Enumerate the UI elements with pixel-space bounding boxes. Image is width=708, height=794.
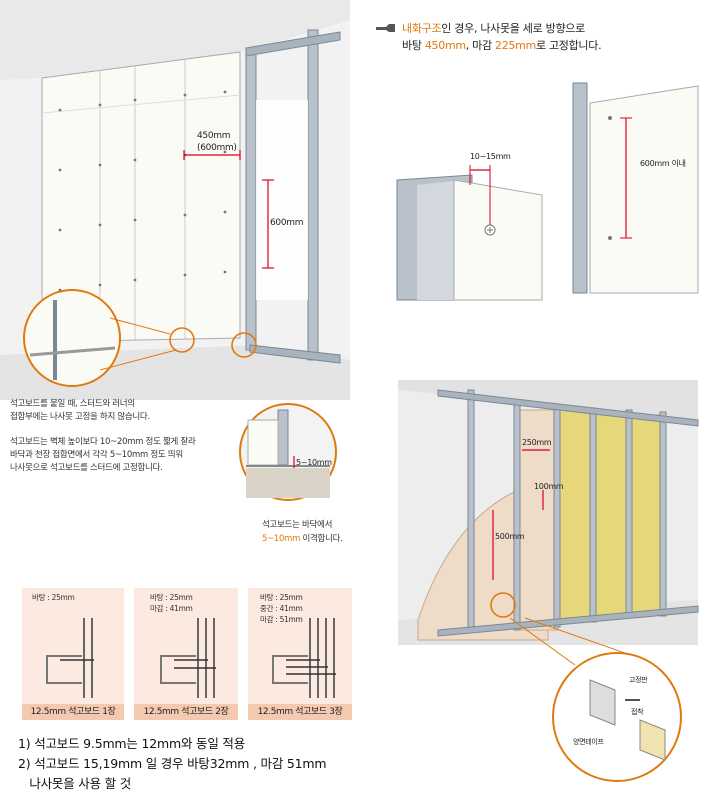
panel-2-spec2: 마감 : 41mm (150, 604, 193, 613)
floor-note-rest: 이격합니다. (300, 534, 343, 544)
fastener-label-tape: 접착 (631, 708, 644, 716)
header-line2: 바탕 450mm, 마감 225mm로 고정합니다. (402, 37, 602, 54)
panel-3: 바탕 : 25mm 중간 : 41mm 마감 : 51mm 12.5mm 석고보… (248, 588, 352, 720)
panel-3-caption: 12.5mm 석고보드 3장 (248, 704, 352, 720)
panel-2-caption: 12.5mm 석고보드 2장 (134, 704, 238, 720)
dimension-label-10-15: 10~15mm (470, 152, 511, 161)
note2-line2: 바닥과 천장 접합면에서 각각 5~10mm 정도 띄워 (10, 450, 183, 460)
footnote-3: 나사못을 사용 할 것 (18, 776, 132, 791)
panel-3-spec3: 마감 : 51mm (260, 615, 303, 624)
fastener-label-fix: 고정판 (629, 676, 648, 684)
footnotes: 1) 석고보드 9.5mm는 12mm와 동일 적용 2) 석고보드 15,19… (18, 734, 358, 794)
floor-gap-drawing (239, 403, 337, 501)
stud-screw-drawing (396, 165, 543, 301)
header-line1: 내화구조인 경우, 나사못을 세로 방향으로 (402, 20, 601, 37)
fire-structure-header: 내화구조인 경우, 나사못을 세로 방향으로 바탕 450mm, 마감 225m… (402, 20, 602, 54)
header-rest: 인 경우, 나사못을 세로 방향으로 (441, 22, 585, 35)
fastener-label-joint: 양면테이프 (573, 738, 604, 746)
pointing-hand-icon (375, 22, 397, 34)
dimension-label-5-10: 5~10mm (296, 458, 332, 467)
note2-line1: 석고보드는 벽체 높이보다 10~20mm 정도 짧게 잘라 (10, 437, 196, 447)
panel-1-caption: 12.5mm 석고보드 1장 (22, 704, 124, 720)
insulation-wall-illustration: 250mm 100mm 500mm (398, 380, 699, 645)
panel-1: 바탕 : 25mm 12.5mm 석고보드 1장 (22, 588, 124, 720)
note1-line1: 석고보드를 붙일 때, 스터드와 러너의 (10, 399, 135, 409)
footnote-2: 2) 석고보드 15,19mm 일 경우 바탕32mm , 마감 51mm (18, 756, 327, 771)
note2-line3: 나사못으로 석고보드를 스터드에 고정합니다. (10, 463, 163, 473)
panel-2: 바탕 : 25mm 마감 : 41mm 12.5mm 석고보드 2장 (134, 588, 238, 720)
insulation-drawing (398, 380, 699, 645)
dimension-label-250: 250mm (522, 438, 552, 447)
stud-screw-detail-left: 10~15mm (392, 140, 543, 301)
panel-2-drawing (160, 618, 216, 698)
wall-installation-illustration: 450mm (600mm) 600mm (0, 0, 350, 400)
floor-note-line1: 석고보드는 바닥에서 (262, 520, 333, 530)
panel-3-drawing (272, 618, 336, 698)
header-value-base: 450mm (424, 39, 466, 52)
panel-1-drawing (46, 618, 94, 698)
header-line2-mid: , 마감 (465, 39, 496, 52)
floor-gap-detail: 5~10mm (238, 400, 338, 510)
wall-drawing (0, 0, 350, 400)
stud-screw-detail-right: 600mm 이내 (568, 78, 699, 294)
footnote-1: 1) 석고보드 9.5mm는 12mm와 동일 적용 (18, 736, 245, 751)
panel-1-spec1: 바탕 : 25mm (32, 593, 75, 602)
note1-line2: 접합부에는 나사못 고정을 하지 않습니다. (10, 412, 150, 422)
panel-2-spec1: 바탕 : 25mm (150, 593, 193, 602)
dimension-label-600-paren: (600mm) (197, 143, 237, 153)
dimension-label-450: 450mm (197, 131, 231, 141)
dimension-label-600-within: 600mm 이내 (640, 159, 686, 168)
stud-vertical-drawing (572, 82, 699, 294)
dimension-label-600: 600mm (270, 218, 304, 228)
floor-note-line2: 5~10mm 이격합니다. (262, 532, 372, 546)
header-highlight: 내화구조 (402, 22, 442, 35)
floor-note-value: 5~10mm (262, 534, 301, 544)
panel-3-spec2: 중간 : 41mm (260, 604, 303, 613)
dimension-label-100: 100mm (534, 482, 564, 491)
screw-length-panels: 바탕 : 25mm 12.5mm 석고보드 1장 바탕 : 25mm 마감 : … (22, 588, 352, 720)
fastener-drawing (509, 617, 682, 782)
header-value-finish: 225mm (495, 39, 536, 52)
header-line2-pre: 바탕 (402, 39, 425, 52)
panel-3-spec1: 바탕 : 25mm (260, 593, 303, 602)
fastener-detail: 고정판 접착 양면테이프 (509, 617, 695, 785)
header-line2-post: 로 고정합니다. (535, 39, 602, 52)
notes-left: 석고보드를 붙일 때, 스터드와 러너의 접합부에는 나사못 고정을 하지 않습… (10, 398, 245, 475)
floor-note: 석고보드는 바닥에서 5~10mm 이격합니다. (262, 518, 372, 546)
dimension-label-500: 500mm (495, 532, 525, 541)
